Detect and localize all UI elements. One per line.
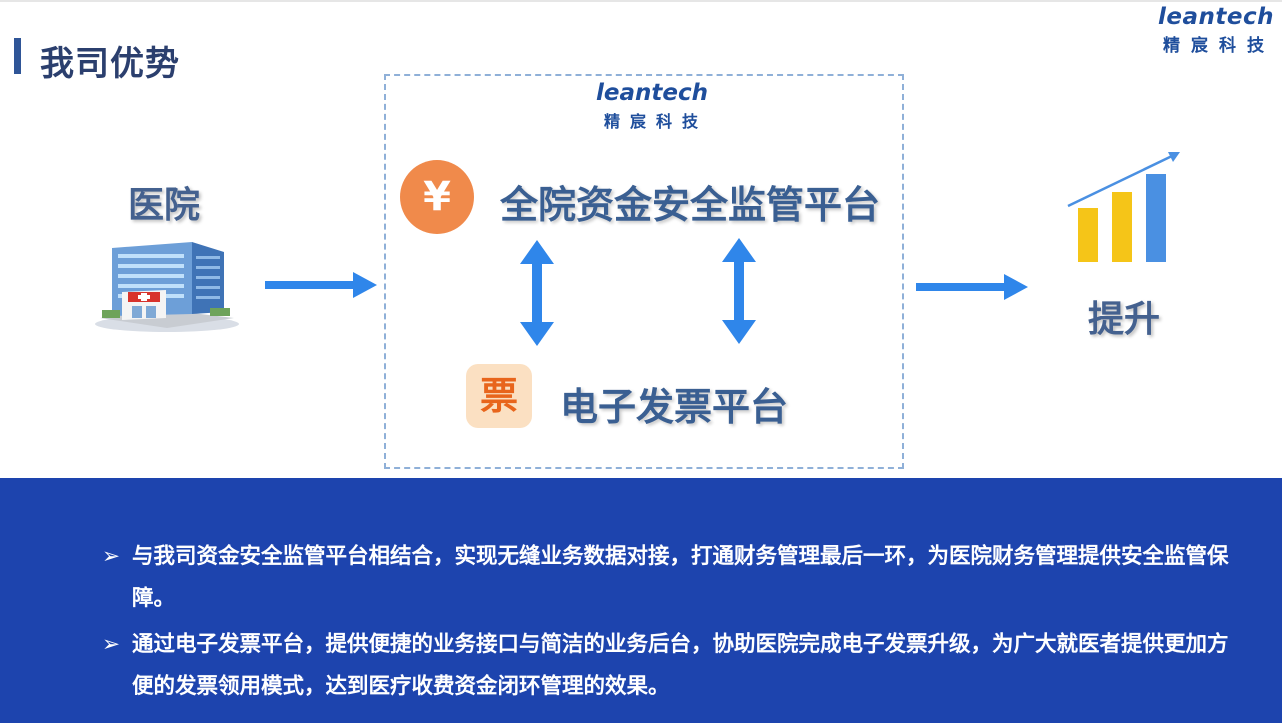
bullet-arrow-icon: ➢ xyxy=(102,632,121,657)
logo-wordmark: leantech xyxy=(1158,4,1274,30)
improve-label: 提升 xyxy=(1088,299,1161,340)
bullet-item-2: ➢ 通过电子发票平台，提供便捷的业务接口与简洁的业务后台，协助医院完成电子发票升… xyxy=(102,624,1242,708)
box-logo-wordmark: leantech xyxy=(596,80,708,106)
box-logo-chinese-name: 精宸科技 xyxy=(603,112,708,131)
bidirectional-arrow-right xyxy=(722,238,756,344)
yen-icon: ¥ xyxy=(400,160,474,234)
invoice-platform-label: 电子发票平台 xyxy=(560,385,789,429)
hospital-building-icon xyxy=(95,242,239,332)
platform-group-box xyxy=(384,74,904,469)
logo-chinese-name: 精宸科技 xyxy=(1163,36,1275,56)
bidirectional-arrow-left xyxy=(520,240,554,346)
bullet-text-2: 通过电子发票平台，提供便捷的业务接口与简洁的业务后台，协助医院完成电子发票升级，… xyxy=(132,632,1229,699)
bottom-panel xyxy=(0,478,1282,723)
title-accent-bar xyxy=(14,38,21,74)
hospital-to-platform-arrow xyxy=(265,272,377,298)
growth-chart-icon xyxy=(1067,152,1180,262)
ticket-icon: 票 xyxy=(466,364,532,428)
fund-platform-label: 全院资金安全监管平台 xyxy=(500,183,881,227)
hospital-label: 医院 xyxy=(128,185,201,226)
bullet-arrow-icon: ➢ xyxy=(102,544,121,569)
bullet-item-1: ➢ 与我司资金安全监管平台相结合，实现无缝业务数据对接，打通财务管理最后一环，为… xyxy=(102,536,1242,620)
top-rule xyxy=(0,0,1282,2)
bullet-text-1: 与我司资金安全监管平台相结合，实现无缝业务数据对接，打通财务管理最后一环，为医院… xyxy=(132,544,1229,611)
company-logo: leantech 精宸科技 xyxy=(1150,4,1282,56)
box-company-logo: leantech 精宸科技 xyxy=(585,80,719,132)
platform-to-improve-arrow xyxy=(916,274,1028,300)
page-title: 我司优势 xyxy=(40,44,180,84)
